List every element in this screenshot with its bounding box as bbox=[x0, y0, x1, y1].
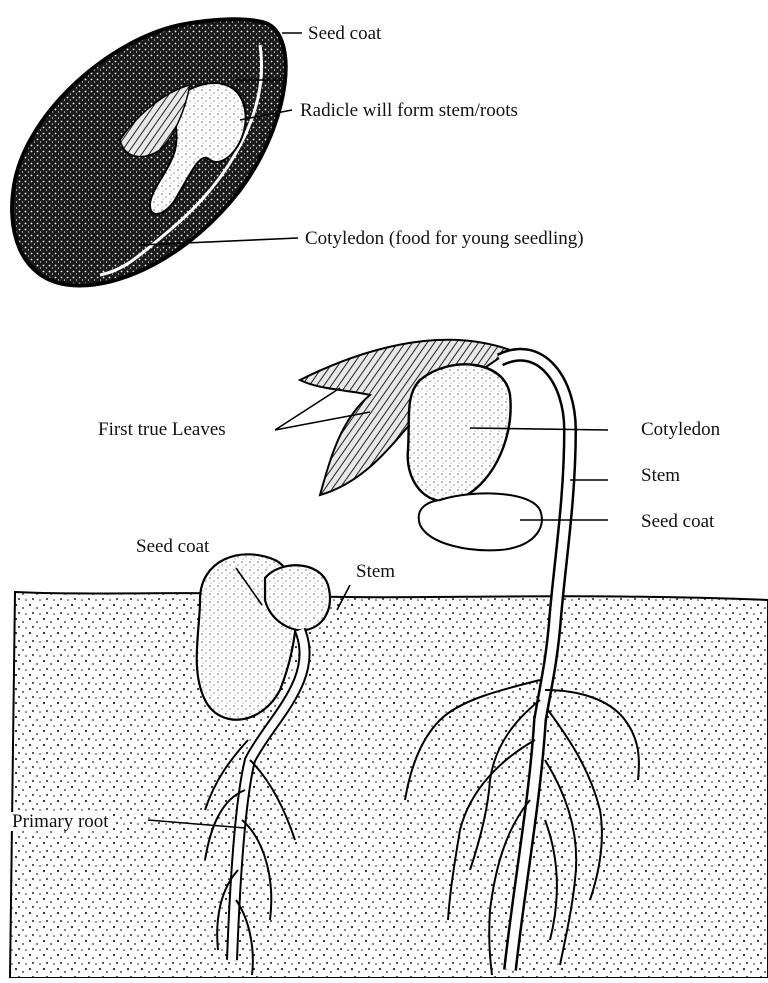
label-primary-root: Primary root bbox=[10, 812, 111, 831]
label-radicle: Radicle will form stem/roots bbox=[300, 101, 518, 120]
soil-surface bbox=[10, 592, 768, 978]
label-seed-coat-top: Seed coat bbox=[308, 24, 381, 43]
label-left-seed-coat: Seed coat bbox=[136, 537, 209, 556]
right-cotyledon bbox=[408, 364, 511, 501]
label-seed-cotyledon: Cotyledon (food for young seedling) bbox=[305, 229, 584, 248]
soil bbox=[10, 592, 768, 978]
bean-seed bbox=[12, 19, 286, 285]
label-right-cotyledon: Cotyledon bbox=[641, 420, 720, 439]
label-right-seed-coat: Seed coat bbox=[641, 512, 714, 531]
label-left-stem: Stem bbox=[356, 562, 395, 581]
label-right-stem: Stem bbox=[641, 466, 680, 485]
label-first-leaves: First true Leaves bbox=[98, 420, 226, 439]
right-seed-coat bbox=[419, 493, 542, 550]
